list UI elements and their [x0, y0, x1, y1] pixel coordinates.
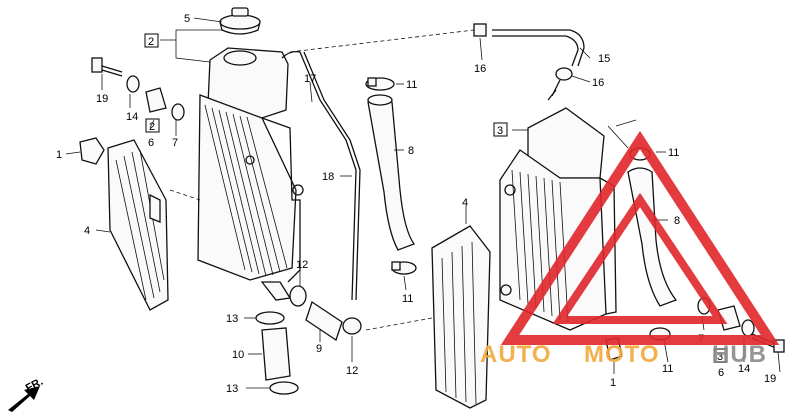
- label-bolt-left: 19: [96, 93, 108, 105]
- watermark-auto: AUTO: [480, 341, 552, 368]
- overflow-hose: [299, 51, 357, 301]
- label-assy-small-box: [145, 118, 160, 133]
- bolt-left: [91, 57, 123, 77]
- direction-label: FR.: [24, 376, 45, 395]
- label-right-clamp-top: 11: [668, 147, 679, 159]
- label-right-clip: 1: [610, 377, 616, 389]
- washer-left: [171, 103, 185, 121]
- guide-lines: [169, 29, 475, 331]
- right-louver: [431, 225, 491, 409]
- label-right-collar-box-text: 3: [717, 351, 723, 363]
- hose-clamp-upper-left: [365, 77, 395, 91]
- hose-clamp-12-lower: [342, 317, 362, 335]
- left-radiator: [197, 7, 304, 301]
- label-right-clamp-low: 11: [662, 363, 673, 375]
- label-assy: 2: [148, 36, 154, 48]
- label-breather: 17: [304, 73, 316, 85]
- label-small-clamp: 16: [474, 63, 486, 75]
- watermark-triangle-outer: [500, 130, 780, 345]
- label-tube: 15: [598, 53, 610, 65]
- label-band-bottom: 13: [226, 383, 238, 395]
- label-assy-box: [144, 33, 159, 48]
- label-right-collar: 6: [718, 367, 724, 379]
- label-assy-small: 2: [149, 121, 155, 133]
- watermark-triangle-inner: [552, 192, 728, 324]
- label-grommet-left: 14: [126, 111, 138, 123]
- label-clip-left: 1: [56, 149, 62, 161]
- grommet-left: [126, 75, 140, 93]
- label-louver-left: 4: [84, 225, 90, 237]
- label-right-assy: 3: [497, 125, 503, 137]
- hose-clamp-12-upper: [289, 285, 307, 307]
- label-clamp-lower: 11: [402, 293, 413, 305]
- label-small-clamp2: 16: [592, 77, 604, 89]
- hose-band-top: [255, 311, 285, 325]
- label-right-louver: 4: [462, 197, 468, 209]
- label-right-bolt: 19: [764, 373, 776, 385]
- guard-clip-left: [79, 137, 105, 165]
- leader-lines: [65, 17, 781, 389]
- label-pipe: 10: [232, 349, 244, 361]
- collar-left: [145, 87, 167, 113]
- label-washer-left: 7: [172, 137, 178, 149]
- label-collar-left: 6: [148, 137, 154, 149]
- label-upper-hose: 8: [408, 145, 414, 157]
- label-right-collar-box: [713, 348, 728, 363]
- label-clamp-water: 12: [346, 365, 358, 377]
- hose-band-bottom: [269, 381, 299, 395]
- label-cap: 5: [184, 13, 190, 25]
- label-overflow: 18: [322, 171, 334, 183]
- label-right-grommet: 14: [738, 363, 750, 375]
- watermark-hub: HUB: [712, 341, 767, 368]
- label-right-hose: 8: [674, 215, 680, 227]
- left-louver: [107, 139, 169, 311]
- watermark-logo: AUTO MOTO HUB: [480, 130, 780, 368]
- watermark-moto: MOTO: [584, 341, 660, 368]
- lower-hose: [305, 300, 343, 342]
- left-core-fins: [204, 104, 288, 277]
- hose-clamp-lower-left: [391, 261, 417, 275]
- small-tube-assembly: [473, 23, 585, 97]
- label-band-top: 13: [226, 313, 238, 325]
- label-lower-hose: 9: [316, 343, 322, 355]
- label-clamp-upper: 11: [406, 79, 417, 91]
- front-direction-indicator: FR.: [8, 376, 45, 412]
- radiator-cap-left: [219, 7, 261, 35]
- water-pipe: [261, 327, 291, 381]
- label-right-assy-box: [493, 122, 508, 137]
- upper-hose: [367, 94, 416, 251]
- label-clamp-mid: 12: [296, 259, 308, 271]
